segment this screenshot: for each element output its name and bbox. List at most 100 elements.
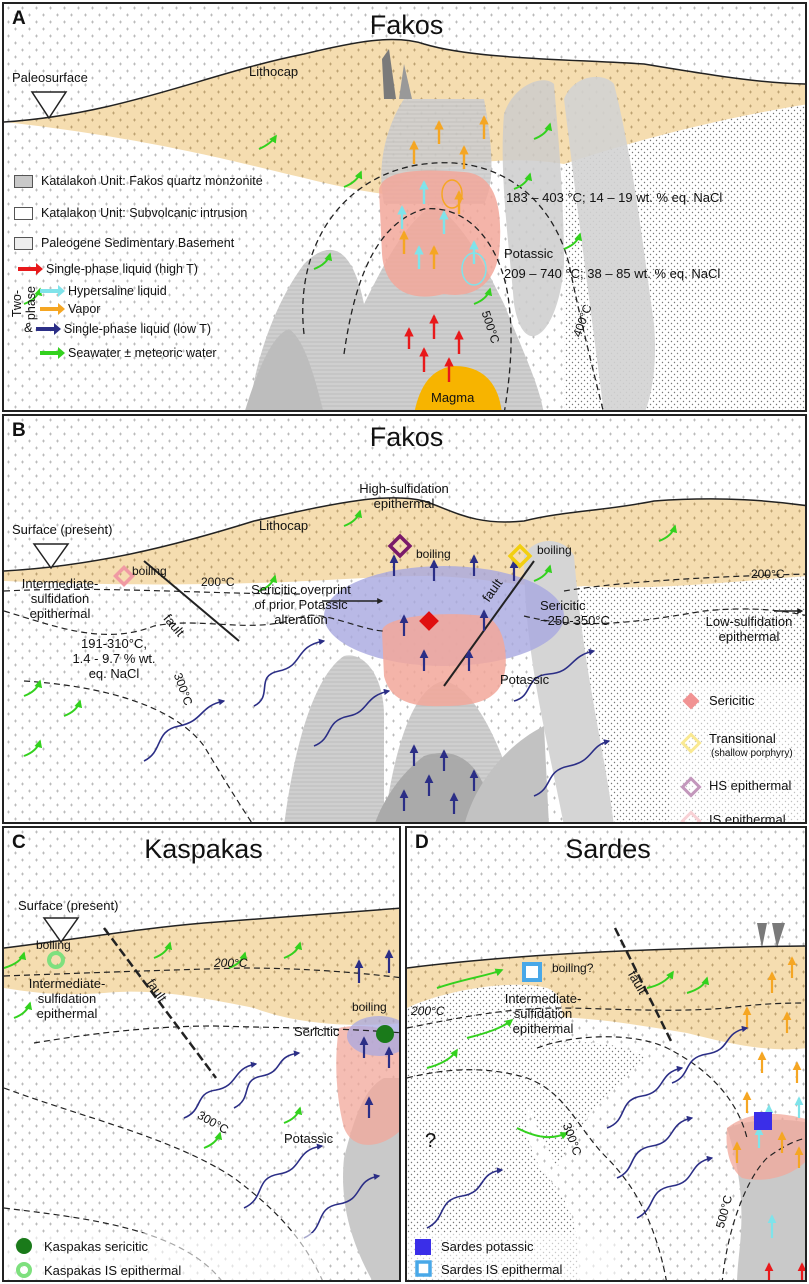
sericitic-label: Sericitic~250-350°C (540, 598, 610, 628)
legend-text: Paleogene Sedimentary Basement (41, 236, 235, 250)
legend-text: Katalakon Unit: Fakos quartz monzonite (41, 174, 263, 188)
question-mark: ? (425, 1130, 437, 1152)
lithocap-label: Lithocap (259, 518, 309, 533)
label-line: Intermediate- (21, 576, 99, 591)
panel-letter: B (12, 420, 26, 441)
panel-title: Sardes (565, 834, 651, 864)
legend-subvolcanic: Katalakon Unit: Subvolcanic intrusion (14, 206, 247, 220)
paleosurface-label: Paleosurface (12, 70, 88, 85)
panel-title: Fakos (369, 10, 444, 40)
navy-arrow-icon (36, 323, 61, 335)
potassic-label: Potassic (500, 672, 550, 687)
panel-d-drawing (407, 828, 805, 1280)
legend-seawater: Seawater ± meteoric water (40, 346, 217, 360)
label-line: Sericitic overprint (251, 582, 351, 597)
label-line: ~250-350°C (540, 613, 610, 628)
legend-text: Single-phase liquid (high T) (46, 262, 198, 276)
label-line: Low-sulfidation (705, 614, 793, 629)
legend-text: Single-phase liquid (low T) (64, 322, 212, 336)
panel-title: Fakos (369, 422, 444, 452)
label-line: of prior Potassic (254, 597, 348, 612)
boiling-label: boiling (537, 543, 572, 557)
label-line: Intermediate- (504, 991, 582, 1006)
potassic-label: Potassic (284, 1131, 334, 1146)
label-line: Sericitic (540, 598, 586, 613)
isotherm-200-label: 200°C (411, 1004, 445, 1018)
ampersand: & (24, 320, 33, 335)
two-phase-label-1: Two- (10, 290, 24, 318)
panel-c-drawing (4, 828, 399, 1280)
sericitic-label: Sericitic (294, 1024, 340, 1039)
label-line: High-sulfidation (359, 481, 449, 496)
surface-label: Surface (present) (18, 898, 119, 913)
label-line: eq. NaCl (88, 666, 140, 681)
panel-c: C Kaspakas Surface (present) boiling boi… (2, 826, 401, 1282)
label-line: epithermal (512, 1021, 574, 1036)
legend-text: Hypersaline liquid (68, 284, 167, 298)
panel-a: A Fakos Paleosurface Lithocap 183 – 403 … (2, 2, 807, 412)
label-line: epithermal (36, 1006, 98, 1021)
legend-quartz-monzonite: Katalakon Unit: Fakos quartz monzonite (14, 174, 263, 188)
isotherm-200-label: 200°C (214, 956, 248, 970)
potassic-label: Potassic (504, 246, 554, 261)
label-line: 1.4 - 9.7 % wt. (72, 651, 156, 666)
legend-transitional-sub: (shallow porphyry) (711, 748, 793, 759)
boiling-label: boiling (132, 564, 167, 578)
lithocap-label: Lithocap (249, 64, 299, 79)
label-line: sulfidation (513, 1006, 573, 1021)
boiling-label: boiling? (552, 961, 594, 975)
swatch (14, 174, 33, 188)
legend-single-high: Single-phase liquid (high T) (18, 262, 198, 276)
fluid-inclusion-label: 191-310°C,1.4 - 9.7 % wt.eq. NaCl (54, 636, 174, 681)
label-line: alteration (274, 612, 328, 627)
surface-label: Surface (present) (12, 522, 113, 537)
legend-hypersaline: Hypersaline liquid (40, 284, 167, 298)
legend-transitional: Transitional (709, 731, 776, 746)
swatch (14, 206, 33, 220)
legend-sardes-is: Sardes IS epithermal (441, 1262, 563, 1277)
fluid-inclusion-label-1: 183 – 403 °C; 14 – 19 wt. % eq. NaCl (506, 190, 723, 205)
legend-sardes-potassic: Sardes potassic (441, 1239, 534, 1254)
legend-kaspakas-is: Kaspakas IS epithermal (44, 1263, 182, 1278)
panel-letter: C (12, 832, 26, 853)
orange-arrow-icon (40, 303, 65, 315)
label-line: epithermal (29, 606, 91, 621)
legend-hs: HS epithermal (709, 778, 792, 793)
cyan-arrow-icon (40, 285, 65, 297)
fluid-inclusion-label-2: 209 – 740 °C; 38 – 85 wt. % eq. NaCl (504, 266, 721, 281)
label-line: epithermal (373, 496, 435, 511)
label-line: 191-310°C, (81, 636, 147, 651)
label-line: sulfidation (37, 991, 97, 1006)
legend-text: Katalakon Unit: Subvolcanic intrusion (41, 206, 248, 220)
panel-title: Kaspakas (144, 834, 263, 864)
legend-vapor: Vapor (40, 302, 100, 316)
magma-label: Magma (431, 390, 475, 405)
legend-sericitic: Sericitic (709, 693, 755, 708)
panel-letter: D (415, 832, 429, 853)
isotherm-200-label: 200°C (201, 575, 235, 589)
legend-text: Vapor (68, 302, 101, 316)
boiling-label: boiling (352, 1000, 387, 1014)
panel-a-drawing (4, 4, 805, 410)
legend-kaspakas-sericitic: Kaspakas sericitic (44, 1239, 149, 1254)
isotherm-200-label: 200°C (751, 567, 785, 581)
label-line: Intermediate- (28, 976, 106, 991)
two-phase-label-2: phase (24, 286, 38, 321)
legend-single-low: Single-phase liquid (low T) (36, 322, 211, 336)
legend-text: Seawater ± meteoric water (68, 346, 217, 360)
legend-paleogene: Paleogene Sedimentary Basement (14, 236, 234, 250)
legend-is: IS epithermal (709, 812, 786, 824)
boiling-label: boiling (416, 547, 451, 561)
panel-d: D Sardes boiling? fault 200°C Intermedia… (405, 826, 807, 1282)
green-arrow-icon (40, 347, 65, 359)
red-arrow-icon (18, 263, 43, 275)
label-line: sulfidation (30, 591, 90, 606)
panel-letter: A (12, 8, 26, 29)
